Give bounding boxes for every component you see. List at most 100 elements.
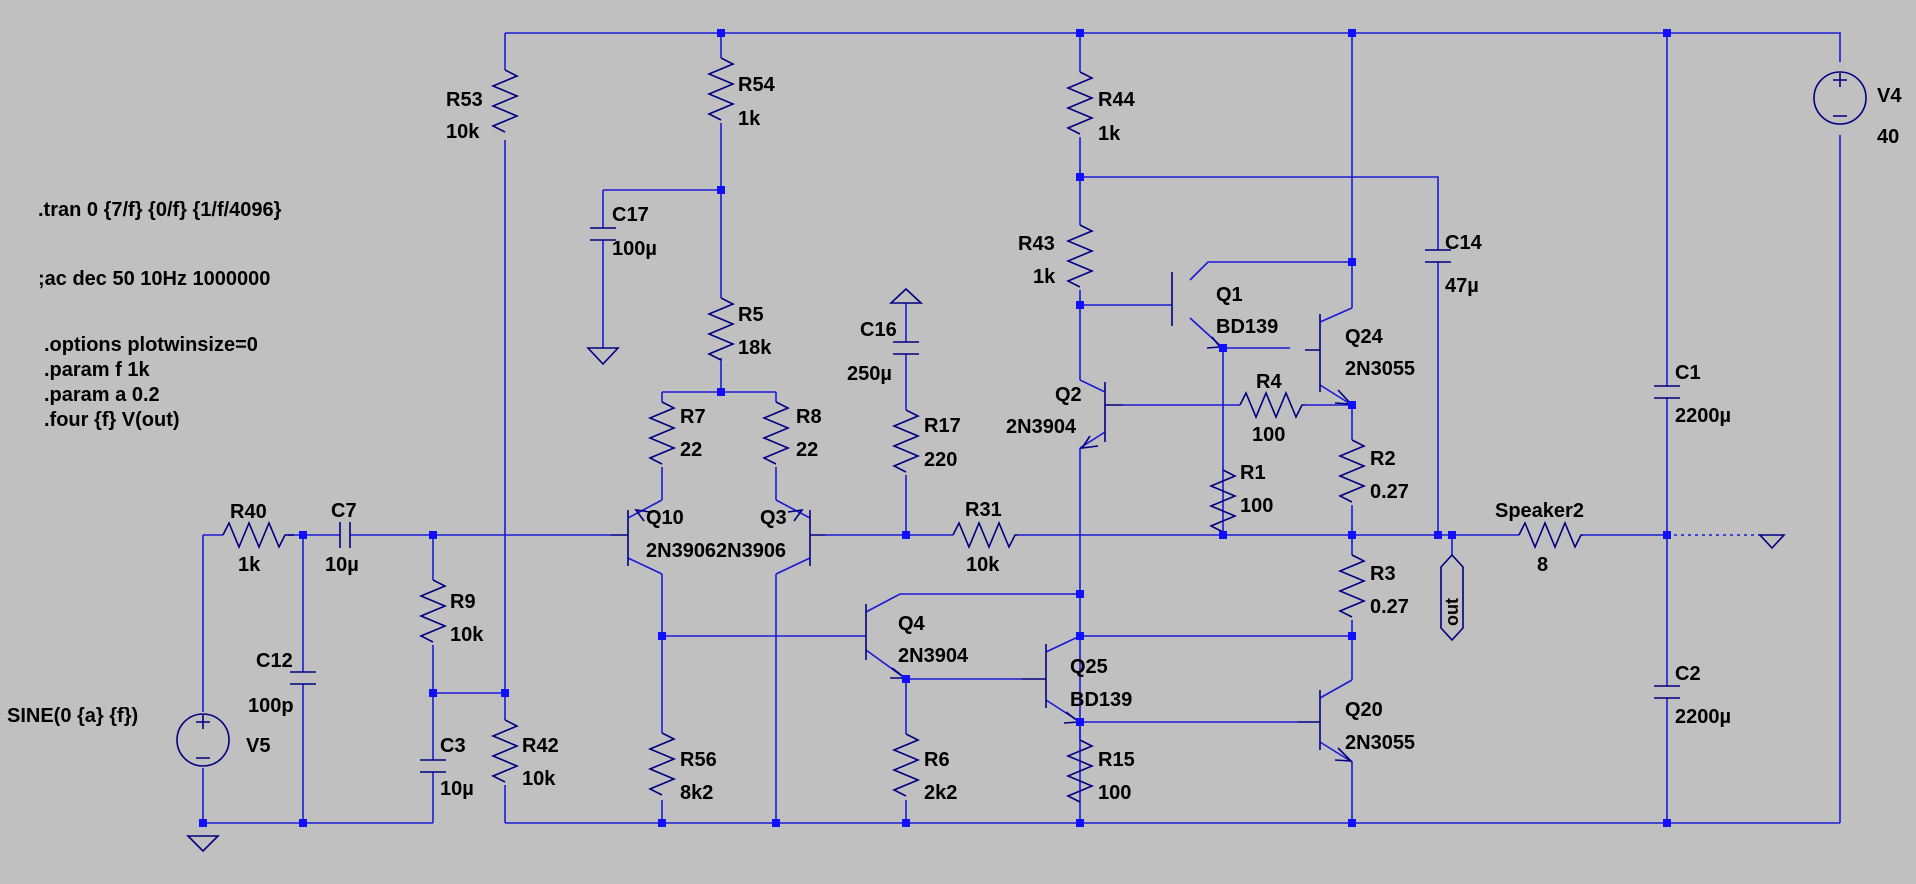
junctions xyxy=(199,29,1671,827)
c7-value: 10µ xyxy=(325,554,359,576)
c1-name: C1 xyxy=(1675,362,1701,384)
resistor-r54-symbol[interactable] xyxy=(706,57,736,121)
q25-symbol[interactable] xyxy=(1022,644,1047,708)
resistor-r1-symbol[interactable] xyxy=(1208,469,1238,533)
directive-param-f[interactable]: .param f 1k xyxy=(44,359,150,381)
capacitor-c17-symbol[interactable] xyxy=(590,227,616,241)
capacitor-c16-symbol[interactable] xyxy=(893,341,919,355)
ground-icon xyxy=(1758,534,1786,550)
c7-name: C7 xyxy=(331,500,357,522)
component-symbols xyxy=(176,57,1867,853)
resistor-r42-symbol[interactable] xyxy=(490,719,520,783)
q10-emitter-arrow xyxy=(634,508,651,522)
r54-name: R54 xyxy=(738,74,776,96)
capacitor-c2-symbol[interactable] xyxy=(1654,685,1680,699)
resistor-r15-symbol[interactable] xyxy=(1065,739,1095,803)
q25-model: BD139 xyxy=(1070,689,1132,711)
q2-model: 2N3904 xyxy=(1006,416,1077,438)
resistor-r40-symbol[interactable] xyxy=(222,520,294,550)
c1-value: 2200µ xyxy=(1675,405,1731,427)
r6-name: R6 xyxy=(924,749,950,771)
q1-model: BD139 xyxy=(1216,316,1278,338)
r44-value: 1k xyxy=(1098,123,1121,145)
q25-name: Q25 xyxy=(1070,656,1108,678)
q2-emitter-arrow xyxy=(1080,435,1099,450)
capacitor-c12-symbol[interactable] xyxy=(290,671,316,685)
resistor-r5-symbol[interactable] xyxy=(706,297,736,361)
q3-name: Q3 xyxy=(760,507,787,529)
c14-name: C14 xyxy=(1445,232,1483,254)
resistor-r8-symbol[interactable] xyxy=(761,401,791,465)
v4-value: 40 xyxy=(1877,126,1899,148)
voltage-source-v5-symbol[interactable] xyxy=(176,713,230,767)
resistor-r44-symbol[interactable] xyxy=(1065,71,1095,135)
r42-name: R42 xyxy=(522,735,559,757)
q4-model: 2N3904 xyxy=(898,645,969,667)
c16-value: 250µ xyxy=(847,363,892,385)
q24-model: 2N3055 xyxy=(1345,358,1415,380)
q20-model: 2N3055 xyxy=(1345,732,1415,754)
r2-name: R2 xyxy=(1370,448,1396,470)
q20-symbol[interactable] xyxy=(1298,690,1321,750)
c17-name: C17 xyxy=(612,204,649,226)
r53-value: 10k xyxy=(446,121,480,143)
q20-name: Q20 xyxy=(1345,699,1383,721)
resistor-r4-symbol[interactable] xyxy=(1239,390,1305,420)
resistor-r31-symbol[interactable] xyxy=(952,520,1018,550)
resistor-r9-symbol[interactable] xyxy=(418,579,448,643)
resistor-r56-symbol[interactable] xyxy=(647,732,677,796)
r7-name: R7 xyxy=(680,406,706,428)
r31-value: 10k xyxy=(966,554,1000,576)
r8-value: 22 xyxy=(796,439,818,461)
c14-value: 47µ xyxy=(1445,275,1479,297)
r54-value: 1k xyxy=(738,108,761,130)
r3-name: R3 xyxy=(1370,563,1396,585)
r43-name: R43 xyxy=(1018,233,1055,255)
directive-options[interactable]: .options plotwinsize=0 xyxy=(44,334,258,356)
v5-name: V5 xyxy=(246,735,270,757)
r15-value: 100 xyxy=(1098,782,1131,804)
directive-four[interactable]: .four {f} V(out) xyxy=(44,409,180,431)
r31-name: R31 xyxy=(965,499,1002,521)
r17-name: R17 xyxy=(924,415,961,437)
q10-symbol[interactable] xyxy=(611,510,629,566)
speaker2-symbol[interactable] xyxy=(1518,520,1583,550)
r9-name: R9 xyxy=(450,591,476,613)
q4-name: Q4 xyxy=(898,613,926,635)
capacitor-c14-symbol[interactable] xyxy=(1425,249,1451,263)
q3-symbol[interactable] xyxy=(809,510,825,566)
r40-name: R40 xyxy=(230,501,267,523)
net-label-out-symbol[interactable] xyxy=(1440,553,1464,642)
resistor-r17-symbol[interactable] xyxy=(891,409,921,473)
spice-directives: .tran 0 {7/f} {0/f} {1/f/4096} ;ac dec 5… xyxy=(38,199,282,431)
resistor-r7-symbol[interactable] xyxy=(647,401,677,465)
capacitor-c7-symbol[interactable] xyxy=(339,522,351,548)
directive-ac-comment[interactable]: ;ac dec 50 10Hz 1000000 xyxy=(38,268,270,290)
q24-symbol[interactable] xyxy=(1305,314,1321,392)
r44-name: R44 xyxy=(1098,89,1136,111)
q10-model: 2N3906 xyxy=(646,540,716,562)
resistor-r3-symbol[interactable] xyxy=(1337,554,1367,618)
resistor-r2-symbol[interactable] xyxy=(1337,439,1367,503)
q1-name: Q1 xyxy=(1216,284,1243,306)
q2-name: Q2 xyxy=(1055,384,1082,406)
q3-model: 2N3906 xyxy=(716,540,786,562)
ground-icon xyxy=(186,835,220,853)
capacitor-c1-symbol[interactable] xyxy=(1654,385,1680,399)
q2-symbol[interactable] xyxy=(1104,382,1123,442)
v5-value: SINE(0 {a} {f}) xyxy=(7,705,138,727)
resistor-r6-symbol[interactable] xyxy=(891,733,921,797)
resistor-r53-symbol[interactable] xyxy=(490,69,520,133)
voltage-source-v4-symbol[interactable] xyxy=(1813,71,1867,125)
speaker2-value: 8 xyxy=(1537,554,1548,576)
capacitor-c3-symbol[interactable] xyxy=(420,759,446,773)
ground-icon xyxy=(586,347,620,366)
r42-value: 10k xyxy=(522,768,556,790)
q10-name: Q10 xyxy=(646,507,684,529)
directive-tran[interactable]: .tran 0 {7/f} {0/f} {1/f/4096} xyxy=(38,199,282,221)
c3-name: C3 xyxy=(440,735,466,757)
directive-param-a[interactable]: .param a 0.2 xyxy=(44,384,160,406)
resistor-r43-symbol[interactable] xyxy=(1065,224,1095,288)
c3-value: 10µ xyxy=(440,778,474,800)
